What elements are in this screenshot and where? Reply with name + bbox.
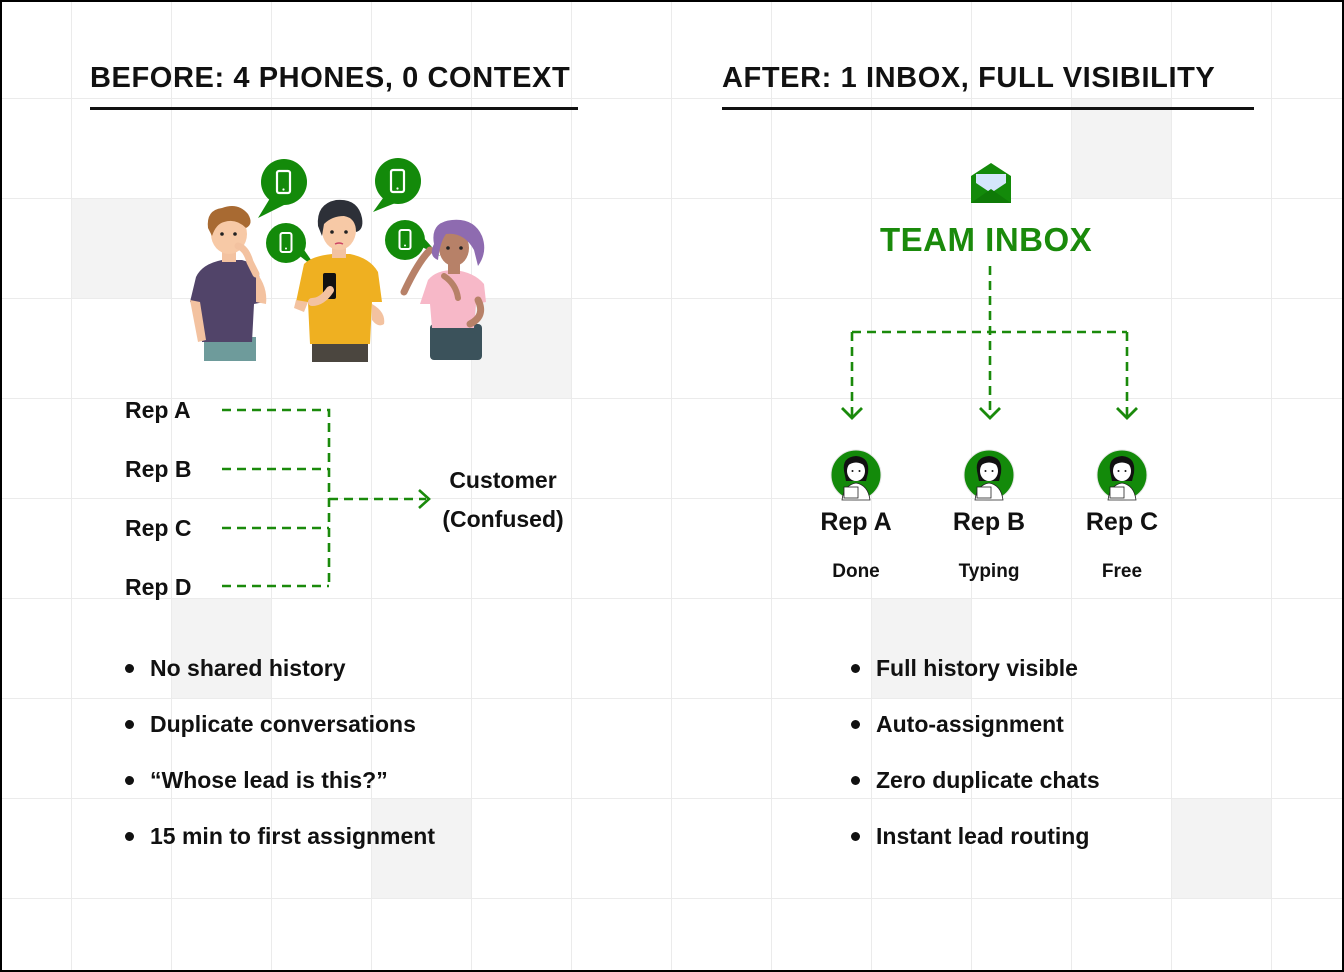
phone-speech-bubble — [258, 159, 307, 218]
bullet-item: 15 min to first assignment — [125, 808, 435, 864]
bullet-text: Auto-assignment — [876, 710, 1064, 737]
bullet-item: Instant lead routing — [851, 808, 1100, 864]
bullet-text: Full history visible — [876, 654, 1078, 681]
bullet-dot-icon — [851, 719, 860, 729]
after-bullet-list: Full history visible Auto-assignment Zer… — [851, 640, 1100, 864]
agent-name: Rep C — [1085, 508, 1159, 536]
agent-status: Done — [832, 561, 880, 582]
bullet-item: Full history visible — [851, 640, 1100, 696]
shaded-grid-cell — [472, 299, 571, 398]
agent-avatar-icon — [830, 449, 882, 501]
agent-card-rep-c: Rep C Free — [1052, 449, 1192, 583]
before-bullet-list: No shared history Duplicate conversation… — [125, 640, 435, 864]
bullet-dot-icon — [125, 663, 134, 673]
bullet-dot-icon — [851, 831, 860, 841]
agent-card-rep-a: Rep A Done — [786, 449, 926, 583]
smartphone-icon — [398, 229, 412, 250]
agent-name: Rep A — [820, 508, 892, 536]
bullet-text: 15 min to first assignment — [150, 822, 436, 849]
agent-avatar-icon — [1096, 449, 1148, 501]
shaded-grid-cell — [1172, 799, 1271, 898]
bullet-dot-icon — [125, 775, 134, 785]
team-inbox-label: TEAM INBOX — [880, 221, 1093, 258]
agent-status: Free — [1101, 561, 1143, 582]
bullet-item: Auto-assignment — [851, 696, 1100, 752]
person-confused-man — [190, 206, 267, 361]
customer-label: Customer (Confused) — [428, 461, 578, 539]
bullet-dot-icon — [851, 663, 860, 673]
rep-label: Rep D — [125, 574, 192, 600]
bullet-item: No shared history — [125, 640, 435, 696]
arrow-right-icon — [418, 489, 431, 509]
shaded-grid-cell — [872, 599, 971, 698]
rep-label: Rep C — [125, 515, 192, 541]
arrow-down-icon — [979, 407, 1001, 420]
bullet-dot-icon — [125, 719, 134, 729]
shaded-grid-cell — [172, 599, 271, 698]
arrow-down-icon — [1116, 407, 1138, 420]
smartphone-icon — [279, 232, 293, 253]
smartphone-icon — [275, 169, 292, 195]
bullet-item: Duplicate conversations — [125, 696, 435, 752]
person-holding-phone — [294, 199, 385, 362]
bullet-text: Zero duplicate chats — [876, 766, 1100, 793]
agent-name: Rep B — [952, 508, 1026, 536]
bullet-dot-icon — [851, 775, 860, 785]
bullet-item: “Whose lead is this?” — [125, 752, 435, 808]
phone-speech-bubble — [373, 158, 421, 212]
before-illustration — [190, 158, 486, 362]
agent-status: Typing — [958, 561, 1020, 582]
open-envelope-icon — [971, 163, 1011, 203]
bullet-text: “Whose lead is this?” — [150, 766, 388, 793]
shaded-grid-cell — [1072, 99, 1171, 198]
rep-label: Rep A — [125, 397, 191, 423]
bullet-text: No shared history — [150, 654, 346, 681]
person-confused-woman — [400, 219, 486, 360]
smartphone-icon — [389, 168, 406, 194]
customer-label-line2: (Confused) — [442, 506, 564, 532]
shaded-grid-cell — [72, 199, 171, 298]
agent-card-rep-b: Rep B Typing — [919, 449, 1059, 583]
bullet-item: Zero duplicate chats — [851, 752, 1100, 808]
connector-rep-a — [222, 408, 331, 586]
agent-avatar-icon — [963, 449, 1015, 501]
after-heading: AFTER: 1 INBOX, FULL VISIBILITY — [722, 62, 1254, 110]
bullet-text: Duplicate conversations — [150, 710, 416, 737]
customer-label-line1: Customer — [449, 467, 557, 493]
rep-label: Rep B — [125, 456, 192, 482]
shaded-grid-cell — [372, 799, 471, 898]
arrow-down-icon — [841, 407, 863, 420]
bullet-text: Instant lead routing — [876, 822, 1090, 849]
before-heading: BEFORE: 4 PHONES, 0 CONTEXT — [90, 62, 578, 110]
bullet-dot-icon — [125, 831, 134, 841]
